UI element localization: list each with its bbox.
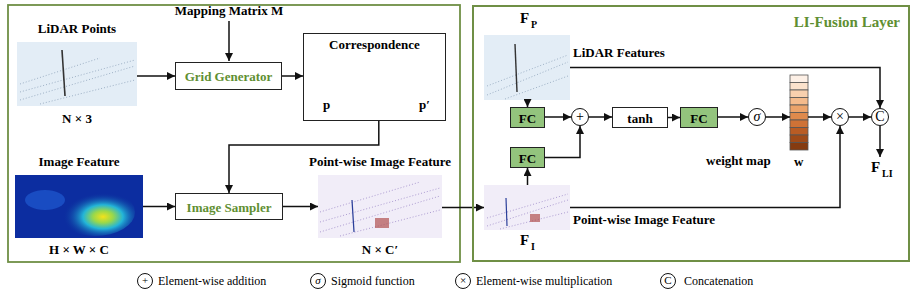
dimension-label: N × C′ xyxy=(362,242,398,257)
lidar-points-image: LiDAR PointsN × 3 xyxy=(17,42,137,106)
sigmoid-circle: σ xyxy=(748,108,766,126)
correspondence-box: Correspondence p p′ xyxy=(303,33,446,121)
connector-arrow xyxy=(282,75,303,77)
lidar-features-picture xyxy=(484,35,570,100)
subscript-label: P xyxy=(531,19,537,30)
fc-box: FC xyxy=(510,147,545,168)
box-title: Correspondence xyxy=(329,37,420,52)
legend-symbol: × xyxy=(455,273,471,289)
operator-symbol: C xyxy=(875,110,884,124)
connector-arrow xyxy=(545,116,571,118)
process-label: Image Sampler xyxy=(187,199,272,214)
connector-arrow xyxy=(527,100,529,107)
output-arrow xyxy=(879,126,881,157)
fc-box: FC xyxy=(510,107,545,128)
bar-caption: weight map xyxy=(706,153,771,168)
image-title: LiDAR Features xyxy=(573,45,665,60)
legend-text: Concatenation xyxy=(684,274,753,288)
image-feature-image: Image FeatureH × W × C xyxy=(15,175,143,238)
dimension-label: N × 3 xyxy=(62,111,92,126)
multiply-circle: × xyxy=(831,108,849,126)
pointwise-feature-image: Point-wise Image FeatureN × C′ xyxy=(318,175,442,238)
legend-text: Element-wise multiplication xyxy=(476,274,612,288)
output-subscript: LI xyxy=(882,168,893,179)
connector-arrow xyxy=(589,116,612,118)
legend-symbol: + xyxy=(137,273,153,289)
process-box: Grid Generator xyxy=(175,62,282,90)
tanh-box: tanh xyxy=(612,107,668,128)
connector-arrow xyxy=(570,68,880,109)
connector-arrow xyxy=(718,116,748,118)
legend-symbol: σ xyxy=(310,273,326,289)
connector-arrow xyxy=(137,75,175,77)
image-title: Image Feature xyxy=(39,154,120,169)
mapping-arrow xyxy=(228,21,230,61)
connector-arrow xyxy=(143,206,175,208)
panel-title: LI-Fusion Layer xyxy=(794,14,900,31)
function-label: tanh xyxy=(627,110,652,125)
process-label: Grid Generator xyxy=(185,69,273,84)
symbol-label: F xyxy=(520,232,529,249)
connector-arrow xyxy=(442,207,484,209)
weight-map-bar: weight mapw xyxy=(790,75,808,150)
connector-arrow xyxy=(545,126,580,158)
point-label: p′ xyxy=(419,97,430,112)
image-feature-picture xyxy=(15,175,143,238)
fc-label: FC xyxy=(519,110,536,125)
fusion-panel: LI-Fusion LayerFPLiDAR FeaturesFCFC+tanh… xyxy=(472,5,910,262)
matrix-label: Mapping Matrix M xyxy=(175,3,283,18)
add-circle: + xyxy=(571,108,589,126)
lidar-features-image: FPLiDAR Features xyxy=(484,35,570,100)
connector-arrow xyxy=(766,116,790,118)
left-panel xyxy=(8,5,460,262)
image-features-image: FIPoint-wise Image Feature xyxy=(484,185,570,230)
output-symbol: F xyxy=(871,159,880,176)
connector-arrow xyxy=(808,116,831,118)
legend-symbol: C xyxy=(660,273,676,289)
symbol-label: w xyxy=(794,154,803,169)
fc-box: FC xyxy=(680,107,718,128)
concat-circle: C xyxy=(871,108,889,126)
connector-arrow xyxy=(283,206,318,208)
fc-label: FC xyxy=(690,110,707,125)
image-features-picture xyxy=(484,185,570,230)
connector-arrow xyxy=(849,116,871,118)
point-label: p xyxy=(323,97,330,112)
legend-text: Element-wise addition xyxy=(158,274,266,288)
legend-text: Sigmoid function xyxy=(331,274,415,288)
connector-arrow xyxy=(668,117,680,119)
weight-map-cells xyxy=(790,75,808,150)
image-title: LiDAR Points xyxy=(38,21,116,36)
connector-arrow xyxy=(527,168,529,185)
pointwise-feature-picture xyxy=(318,175,442,238)
operator-symbol: σ xyxy=(754,110,761,124)
image-title: Point-wise Image Feature xyxy=(573,212,715,227)
process-box: Image Sampler xyxy=(175,193,283,220)
operator-symbol: + xyxy=(576,110,584,124)
connector-arrow xyxy=(570,126,840,208)
subscript-label: I xyxy=(531,241,535,252)
dimension-label: H × W × C xyxy=(49,242,109,257)
lidar-points-picture xyxy=(17,42,137,106)
fc-label: FC xyxy=(519,150,536,165)
operator-symbol: × xyxy=(836,110,844,124)
symbol-label: F xyxy=(520,10,529,27)
image-title: Point-wise Image Feature xyxy=(309,154,451,169)
